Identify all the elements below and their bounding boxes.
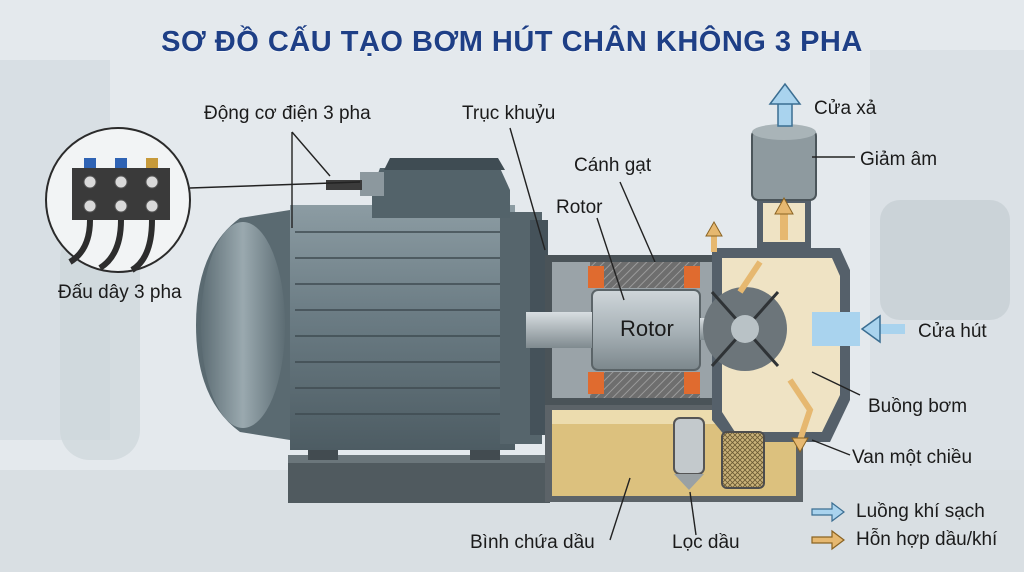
label-crankshaft: Trục khuỷu xyxy=(462,103,556,124)
label-oil-filter: Lọc dầu xyxy=(672,532,740,553)
label-pump-chamber: Buồng bơm xyxy=(868,396,968,417)
label-exhaust: Cửa xả xyxy=(814,98,877,119)
legend-oil-air-label: Hỗn hợp dầu/khí xyxy=(856,529,998,550)
label-wiring: Đấu dây 3 pha xyxy=(58,282,182,303)
label-oil-tank: Bình chứa dầu xyxy=(470,532,595,553)
leader-lines xyxy=(291,127,861,541)
wiring-inset xyxy=(45,127,361,273)
label-silencer: Giảm âm xyxy=(860,149,938,170)
label-inlet: Cửa hút xyxy=(918,321,987,342)
legend-clean-air-arrow xyxy=(811,501,845,523)
label-vane: Cánh gạt xyxy=(574,155,652,176)
label-check-valve: Van một chiều xyxy=(852,447,973,468)
flow-arrows xyxy=(705,82,905,454)
label-motor: Động cơ điện 3 pha xyxy=(204,103,371,124)
legend-clean-air-label: Luồng khí sạch xyxy=(856,501,985,522)
label-rotor-body: Rotor xyxy=(620,316,674,341)
page-title: SƠ ĐỒ CẤU TẠO BƠM HÚT CHÂN KHÔNG 3 PHA xyxy=(161,26,863,58)
label-rotor-pointer: Rotor xyxy=(556,197,603,218)
legend-oil-air-arrow xyxy=(811,529,845,551)
pump-housing xyxy=(526,124,860,490)
